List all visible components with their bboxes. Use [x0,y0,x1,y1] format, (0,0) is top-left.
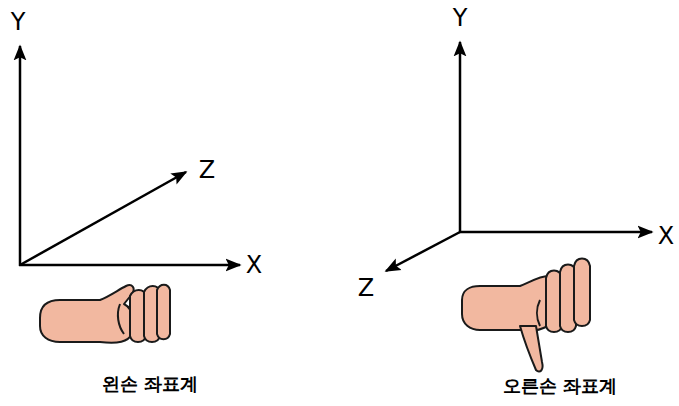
axis-label: Z [199,157,215,183]
axis-label: X [246,252,262,278]
axis-label: X [658,223,674,249]
axis-label: Y [453,5,468,31]
left-axes [19,46,240,266]
left-hand [40,285,170,343]
caption: 오른손 좌표계 [503,376,617,396]
axis-label: Y [11,9,26,35]
right-axes [386,42,652,271]
axis-label: Z [358,275,374,301]
right-hand [462,259,590,372]
caption: 왼손 좌표계 [102,374,198,394]
